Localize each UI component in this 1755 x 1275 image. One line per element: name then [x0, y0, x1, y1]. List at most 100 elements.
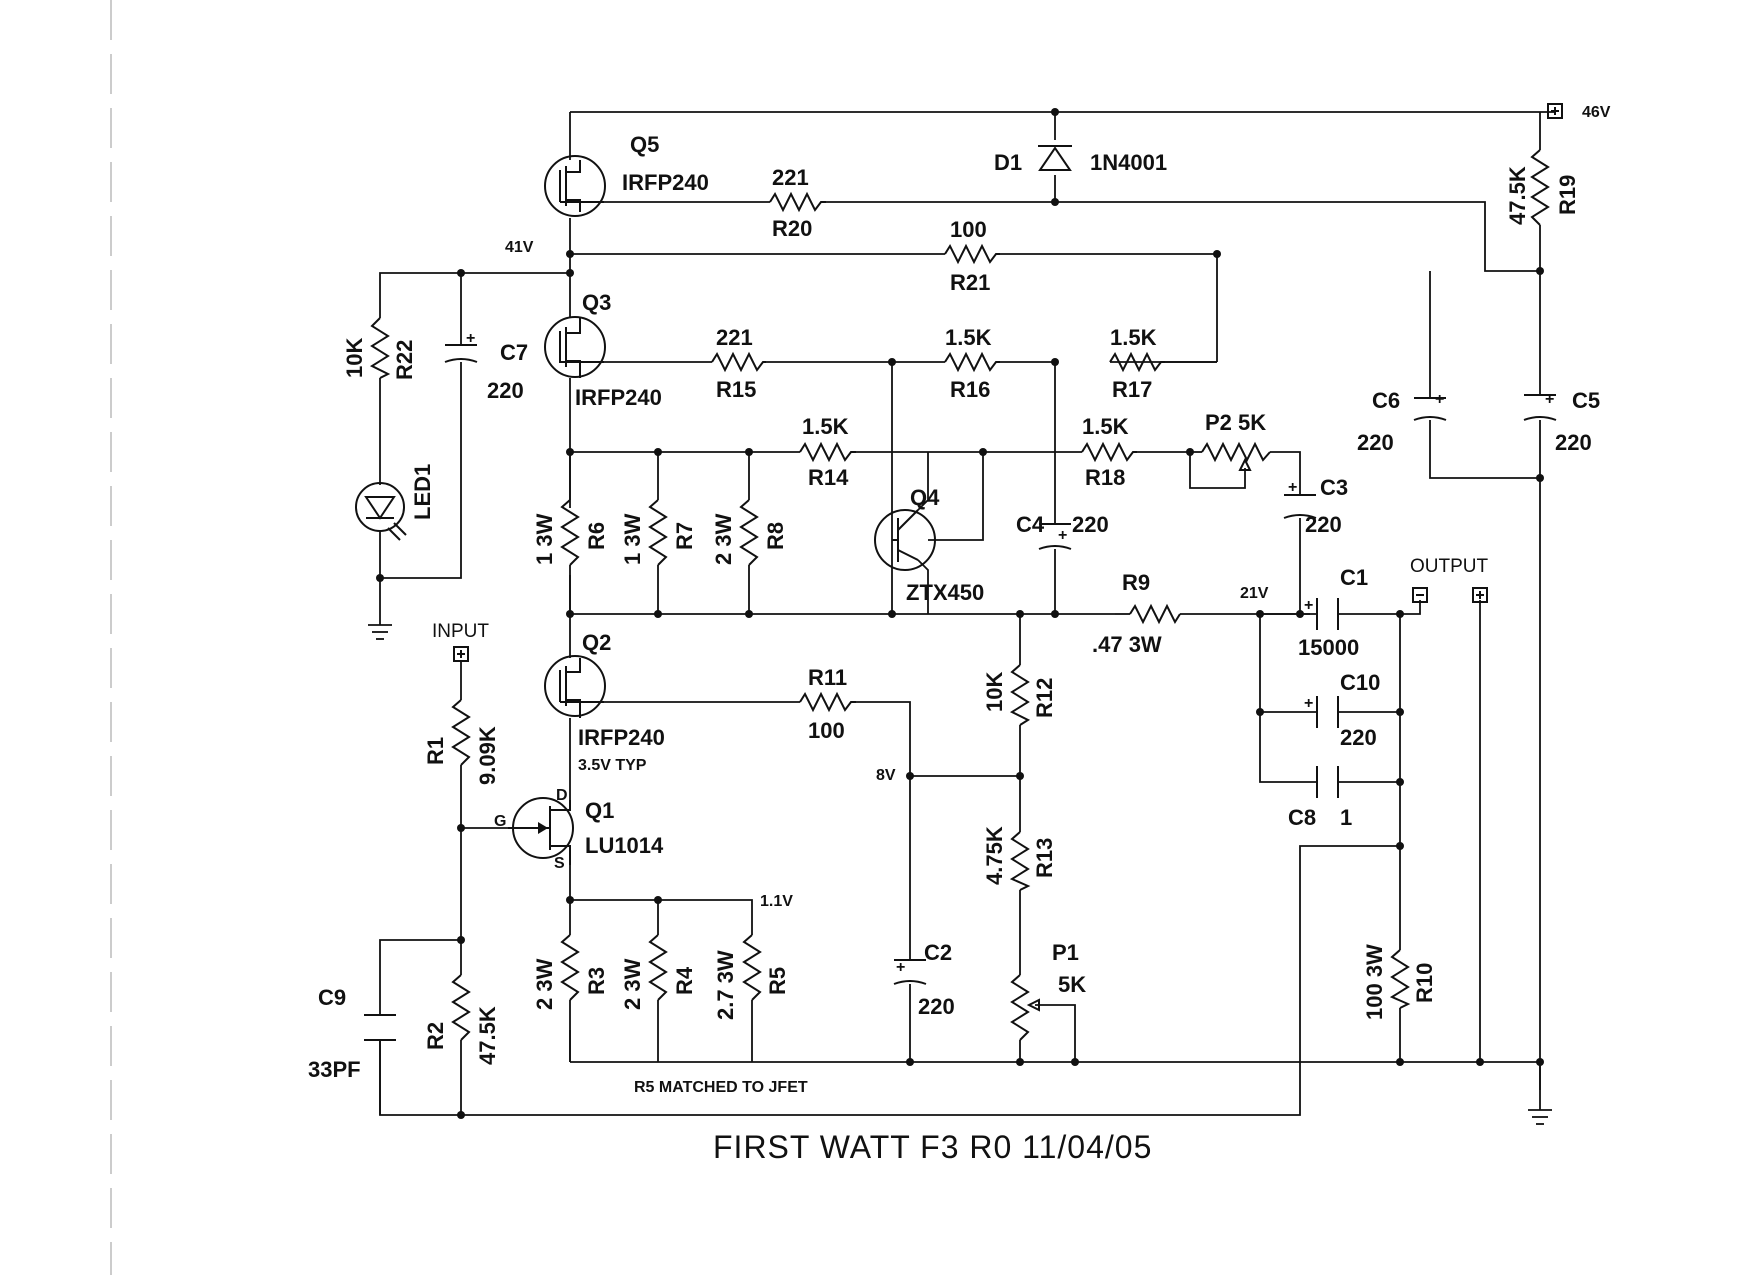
c4-symbol	[1038, 523, 1072, 550]
c3-ref: C3	[1320, 475, 1348, 500]
r15-symbol	[711, 351, 766, 373]
voltage-41v: 41V	[505, 239, 534, 256]
c7-value: 220	[487, 378, 524, 403]
r19-value: 47.5K	[1505, 166, 1530, 225]
q5-symbol	[544, 155, 606, 217]
c2-value: 220	[918, 994, 955, 1019]
r6-symbol	[560, 499, 580, 566]
r11-ref: R11	[808, 665, 847, 690]
junctions	[376, 108, 1544, 1119]
q3-ref: Q3	[582, 290, 611, 315]
matching-note: R5 MATCHED TO JFET	[634, 1079, 808, 1096]
r22-symbol	[369, 317, 391, 379]
d1-ref: D1	[994, 150, 1022, 175]
r4-symbol	[648, 934, 668, 1001]
c7-plus: +	[466, 330, 475, 347]
r5-ref: R5	[765, 967, 790, 995]
q3-part: IRFP240	[575, 385, 662, 410]
r21-symbol	[944, 243, 1000, 265]
p1-ref: P1	[1052, 940, 1079, 965]
c10-ref: C10	[1340, 670, 1380, 695]
q2-part: IRFP240	[578, 725, 665, 750]
r20-symbol	[769, 191, 826, 213]
c7-symbol	[444, 344, 478, 363]
r17-value: 1.5K	[1110, 325, 1157, 350]
input-label: INPUT	[432, 621, 489, 642]
q3-symbol	[544, 316, 606, 378]
r20-ref: R20	[772, 216, 812, 241]
c9-ref: C9	[318, 985, 346, 1010]
q1-symbol	[508, 797, 574, 865]
c5-plus: +	[1545, 391, 1554, 408]
c2-symbol	[893, 959, 927, 985]
r13-ref: R13	[1032, 838, 1057, 878]
r10-symbol	[1389, 949, 1411, 1009]
q4-symbol	[874, 509, 936, 571]
r3-ref: R3	[584, 967, 609, 995]
q1-drain-label: D	[556, 787, 568, 804]
c1-symbol	[1316, 598, 1339, 630]
r18-value: 1.5K	[1082, 414, 1129, 439]
c8-symbol	[1316, 766, 1339, 798]
c1-value: 15000	[1298, 635, 1359, 660]
c4-plus: +	[1058, 527, 1067, 544]
r7-ref: R7	[672, 522, 697, 550]
c5-value: 220	[1555, 430, 1592, 455]
r10-value: 100 3W	[1362, 944, 1387, 1020]
r12-symbol	[1009, 664, 1031, 726]
c10-value: 220	[1340, 725, 1377, 750]
r6-ref: R6	[584, 522, 609, 550]
c1-ref: C1	[1340, 565, 1368, 590]
r1-value: 9.09K	[475, 726, 500, 785]
r4-ref: R4	[672, 966, 697, 995]
c3-value: 220	[1305, 512, 1342, 537]
r15-value: 221	[716, 325, 753, 350]
led1-ref: LED1	[410, 464, 435, 520]
c7-ref: C7	[500, 340, 528, 365]
r16-value: 1.5K	[945, 325, 992, 350]
r12-value: 10K	[982, 672, 1007, 712]
r15-ref: R15	[716, 377, 756, 402]
r18-symbol	[1081, 441, 1137, 463]
r7-value: 1 3W	[620, 513, 645, 565]
voltage-typ: 3.5V TYP	[578, 757, 647, 774]
r8-symbol	[739, 499, 759, 566]
c6-symbol	[1413, 397, 1447, 421]
q1-ref: Q1	[585, 798, 614, 823]
r11-symbol	[799, 691, 856, 713]
wires	[368, 111, 1555, 1125]
c5-symbol	[1523, 394, 1557, 421]
voltage-8v: 8V	[876, 767, 896, 784]
p2-ref: P2 5K	[1205, 410, 1266, 435]
r17-symbol	[1109, 351, 1165, 373]
r1-ref: R1	[423, 737, 448, 765]
c3-symbol	[1283, 494, 1317, 519]
q1-gate-label: G	[494, 813, 506, 830]
r3-symbol	[560, 934, 580, 1001]
r2-value: 47.5K	[475, 1006, 500, 1065]
terminal-boxes	[453, 103, 1563, 662]
d1-symbol	[1038, 145, 1072, 171]
q4-part: ZTX450	[906, 580, 984, 605]
r18-ref: R18	[1085, 465, 1125, 490]
c8-value: 1	[1340, 805, 1352, 830]
r20-value: 221	[772, 165, 809, 190]
p2-symbol	[1201, 441, 1271, 463]
q5-ref: Q5	[630, 132, 659, 157]
c5-ref: C5	[1572, 388, 1600, 413]
voltage-21v: 21V	[1240, 585, 1269, 602]
c2-plus: +	[896, 959, 905, 976]
r9-symbol	[1129, 603, 1181, 625]
r14-value: 1.5K	[802, 414, 849, 439]
transistor-symbols	[508, 155, 936, 865]
r4-value: 2 3W	[620, 958, 645, 1010]
c9-symbol	[364, 1014, 396, 1041]
r8-value: 2 3W	[711, 513, 736, 565]
c6-plus: +	[1435, 391, 1444, 408]
c3-plus: +	[1288, 479, 1297, 496]
q2-ref: Q2	[582, 630, 611, 655]
supply-label: 46V	[1582, 104, 1611, 121]
r3-value: 2 3W	[532, 958, 557, 1010]
r22-value: 10K	[342, 338, 367, 378]
